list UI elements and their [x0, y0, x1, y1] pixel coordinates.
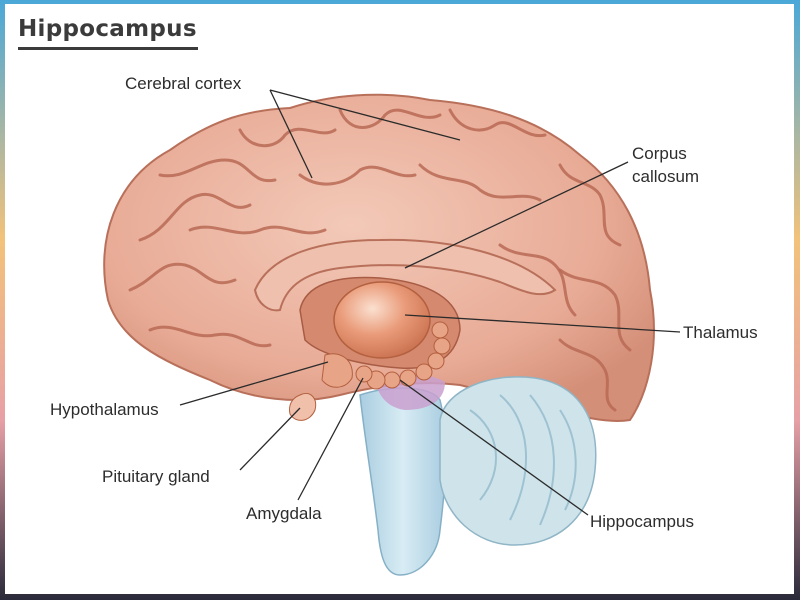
gyri-folds	[128, 108, 632, 412]
corpus-callosum-label-line2: callosum	[632, 167, 699, 186]
title-underline	[18, 47, 198, 50]
corpus-callosum-label-line1: Corpus	[632, 144, 687, 163]
pituitary-gland-shape	[289, 393, 317, 421]
cerebral-cortex-label: Cerebral cortex	[125, 74, 242, 93]
thalamus-label: Thalamus	[683, 323, 758, 342]
cerebellum-shape	[439, 376, 597, 546]
hippocampus-label: Hippocampus	[590, 512, 694, 531]
leader-lines	[179, 89, 681, 516]
thalamus-shape	[333, 281, 431, 359]
hypothalamus-shape	[321, 353, 353, 388]
hypothalamus-label: Hypothalamus	[50, 400, 159, 419]
pituitary-gland-label: Pituitary gland	[102, 467, 210, 486]
corpus-callosum-shape	[253, 238, 557, 312]
brainstem-shape	[359, 387, 447, 576]
fornix-shape	[355, 321, 451, 390]
amygdala-label: Amygdala	[246, 504, 322, 523]
page-title: Hippocampus	[18, 16, 197, 42]
